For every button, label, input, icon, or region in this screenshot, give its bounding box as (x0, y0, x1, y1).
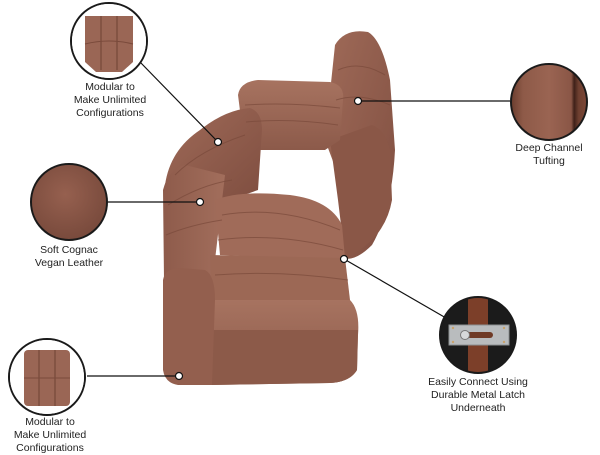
callout-modular-corner-caption: Modular to Make Unlimited Configurations (73, 81, 147, 119)
armless-chair-module-icon (10, 340, 84, 414)
callout-leather-caption: Soft Cognac Vegan Leather (34, 244, 104, 269)
callout-modular-armless-circle (8, 338, 86, 416)
corner-chair-module-icon (72, 4, 146, 78)
callout-modular-corner-circle (70, 2, 148, 80)
callout-modular-armless-caption: Modular to Make Unlimited Configurations (13, 416, 87, 454)
callout-tufting-caption: Deep Channel Tufting (515, 142, 583, 167)
callout-latch-caption: Easily Connect Using Durable Metal Latch… (428, 376, 528, 414)
callout-tufting-circle (510, 63, 588, 141)
callout-latch-circle (439, 296, 517, 374)
metal-latch-icon (441, 298, 515, 372)
callout-leather-swatch-circle (30, 163, 108, 241)
